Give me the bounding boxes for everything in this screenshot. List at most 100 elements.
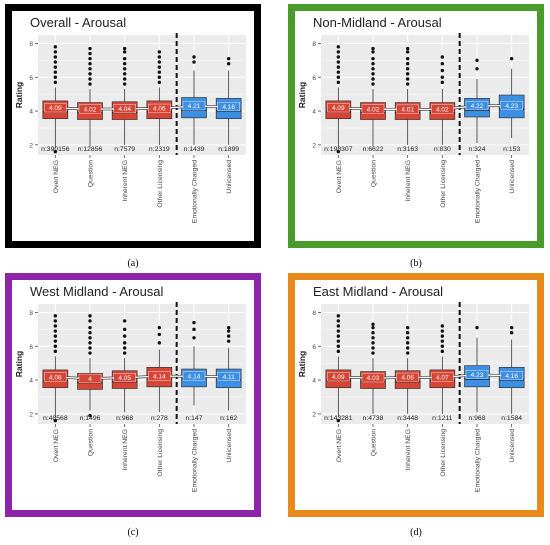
outlier-point: [53, 319, 58, 323]
x-tick-label: Unlicensed: [226, 429, 233, 463]
outlier-point: [157, 332, 162, 337]
outlier-point: [88, 62, 92, 66]
outlier-point: [440, 339, 445, 343]
mean-label-bg: [113, 373, 136, 382]
outlier-point: [440, 349, 445, 354]
x-tick-label: Unlicensed: [226, 160, 233, 194]
mean-label: 4.23: [505, 103, 518, 110]
outlier-point: [122, 77, 127, 81]
outlier-point: [440, 75, 445, 79]
y-tick-label: 4: [29, 109, 33, 116]
x-tick-label: Overt NEG: [53, 429, 60, 462]
outlier-point: [122, 62, 127, 66]
plot-background: [321, 35, 529, 155]
y-tick-label: 4: [312, 109, 316, 116]
y-tick-label: 6: [312, 344, 316, 351]
outlier-point: [336, 45, 341, 49]
mean-label-bg: [431, 372, 454, 382]
outlier-point: [122, 327, 127, 332]
outlier-point: [88, 341, 92, 345]
panel-caption-c: (c): [127, 527, 139, 538]
mean-label-bg: [361, 104, 385, 114]
mean-label-bg: [431, 104, 454, 114]
mean-label-bg: [44, 372, 67, 382]
x-tick-label: Other Licensing: [440, 429, 447, 477]
count-label: n:1211: [432, 415, 453, 422]
mean-label-bg: [44, 103, 67, 113]
outlier-point: [336, 324, 341, 328]
outlier-point: [371, 346, 375, 350]
count-label: n:324: [468, 146, 485, 153]
y-axis-label: Rating: [297, 351, 307, 377]
outlier-point: [509, 56, 514, 61]
count-label: n:4738: [363, 415, 384, 422]
outlier-point: [192, 55, 196, 59]
count-label: n:1439: [184, 146, 205, 153]
count-label: n:12856: [78, 146, 103, 153]
y-tick-label: 8: [29, 310, 33, 317]
outlier-point: [405, 77, 410, 81]
outlier-point: [88, 331, 92, 335]
panel-caption-a: (a): [127, 258, 139, 269]
mean-label-bg: [113, 104, 136, 114]
outlier-point: [336, 319, 341, 323]
plot-background: [38, 304, 246, 424]
outlier-point: [157, 341, 162, 345]
mean-label-bg: [217, 371, 240, 381]
outlier-point: [405, 325, 410, 330]
y-tick-label: 8: [312, 310, 316, 317]
chart-title: West Midland - Arousal: [30, 284, 164, 299]
outlier-point: [405, 67, 410, 71]
outlier-point: [336, 65, 341, 69]
mean-label-bg: [500, 100, 523, 110]
outlier-point: [336, 349, 341, 354]
outlier-point: [53, 149, 58, 154]
outlier-point: [122, 72, 127, 76]
outlier-point: [405, 72, 410, 76]
outlier-point: [88, 346, 92, 350]
y-tick-label: 6: [29, 344, 33, 351]
outlier-point: [405, 46, 410, 51]
mean-label: 4.07: [436, 375, 449, 382]
outlier-point: [53, 65, 58, 69]
panel-caption-d: (d): [410, 527, 422, 538]
outlier-point: [371, 325, 375, 330]
outlier-point: [88, 51, 92, 56]
x-tick-label: Question: [371, 429, 378, 456]
outlier-point: [53, 314, 58, 318]
outlier-point: [157, 80, 162, 85]
outlier-point: [53, 55, 58, 59]
plot-background: [321, 304, 529, 424]
y-tick-label: 4: [29, 378, 33, 385]
mean-label: 4.23: [471, 372, 484, 379]
count-label: n:968: [468, 415, 485, 422]
mean-label: 4.06: [153, 106, 166, 113]
chart-title: Non-Midland - Arousal: [313, 15, 442, 30]
outlier-point: [336, 314, 341, 318]
outlier-point: [53, 418, 58, 423]
outlier-point: [371, 341, 375, 345]
mean-label-bg: [217, 102, 240, 112]
mean-label: 4.16: [222, 104, 235, 111]
y-tick-label: 2: [312, 142, 316, 149]
outlier-point: [88, 56, 92, 61]
x-tick-label: Other Licensing: [440, 160, 447, 208]
outlier-point: [475, 325, 479, 330]
outlier-point: [53, 349, 58, 354]
mean-label-bg: [78, 373, 102, 383]
x-tick-label: Other Licensing: [157, 160, 164, 208]
count-label: n:1496: [80, 415, 101, 422]
outlier-point: [226, 329, 231, 333]
outlier-point: [157, 325, 162, 330]
outlier-point: [88, 319, 92, 323]
outlier-point: [405, 341, 410, 345]
count-label: n:1899: [218, 146, 239, 153]
outlier-point: [405, 351, 410, 355]
outlier-point: [192, 320, 196, 325]
mean-label: 4.21: [188, 103, 201, 110]
mean-label-bg: [396, 104, 419, 114]
mean-label: 4.01: [401, 107, 414, 114]
outlier-point: [122, 351, 127, 355]
